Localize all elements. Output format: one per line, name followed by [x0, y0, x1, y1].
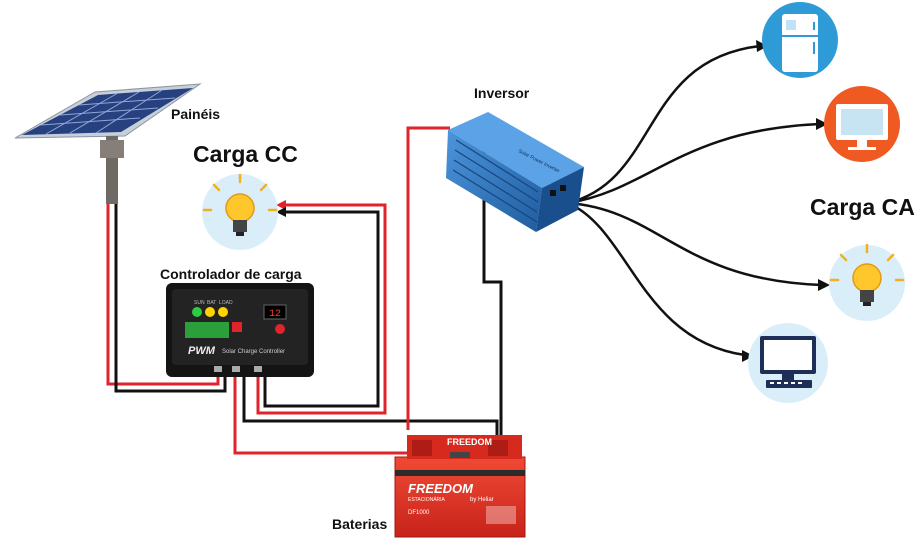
- ac-wire-bulb: [567, 201, 823, 287]
- solar-panel-icon: [14, 83, 202, 204]
- dc-arrows: [276, 200, 286, 217]
- battery-top-brand: FREEDOM: [447, 437, 492, 447]
- battery-maker: by Heliar: [470, 497, 494, 503]
- battery-model: DF1000: [408, 510, 430, 516]
- arrow-dc-black: [276, 207, 286, 217]
- inverter-negative-wire: [482, 148, 503, 455]
- controller-led-bat: BAT: [207, 300, 216, 306]
- dc-load-negative-wire: [263, 210, 380, 408]
- tv-icon: [824, 86, 900, 162]
- computer-icon: [748, 323, 828, 403]
- inverter-label: Inversor: [474, 85, 530, 101]
- dc-load-positive-wire: [256, 203, 387, 415]
- inverter-icon: Solar Power Inverter: [446, 112, 584, 232]
- battery-brand: FREEDOM: [408, 481, 474, 496]
- battery-positive-wire: [233, 368, 420, 455]
- controller-label: Controlador de carga: [160, 266, 302, 282]
- ac-wire-tv: [567, 122, 821, 205]
- charge-controller-icon: SUN BAT LOAD 12 PWM Solar Charge Control…: [166, 283, 314, 377]
- batteries-label: Baterias: [332, 516, 388, 532]
- battery-sub: ESTACIONÁRIA: [408, 496, 446, 503]
- controller-brand: PWM: [188, 345, 216, 357]
- arrow-bulb: [818, 279, 830, 291]
- panels-label: Painéis: [171, 106, 221, 122]
- wiring: [106, 44, 823, 455]
- ac-load-label: Carga CA: [810, 194, 915, 220]
- ac-bulb-icon: [829, 243, 905, 321]
- controller-subtitle: Solar Charge Controller: [222, 349, 285, 355]
- ac-wire-computer: [567, 201, 746, 357]
- arrow-tv: [816, 118, 828, 130]
- ac-wire-fridge: [567, 44, 761, 205]
- controller-led-sun: SUN: [194, 300, 205, 306]
- controller-led-load: LOAD: [219, 300, 233, 306]
- panel-negative-wire: [114, 160, 227, 393]
- ac-wire-arrows: [742, 40, 830, 362]
- inverter-positive-wire: [406, 126, 450, 430]
- dc-bulb-icon: [202, 173, 278, 250]
- dc-load-label: Carga CC: [193, 141, 298, 167]
- fridge-icon: [762, 2, 838, 78]
- arrow-dc-red: [276, 200, 286, 210]
- arrow-computer: [742, 350, 754, 362]
- battery-icon: FREEDOM FREEDOM ESTACIONÁRIA by Heliar D…: [394, 435, 526, 538]
- controller-display: 12: [269, 309, 281, 320]
- arrow-fridge: [756, 40, 768, 52]
